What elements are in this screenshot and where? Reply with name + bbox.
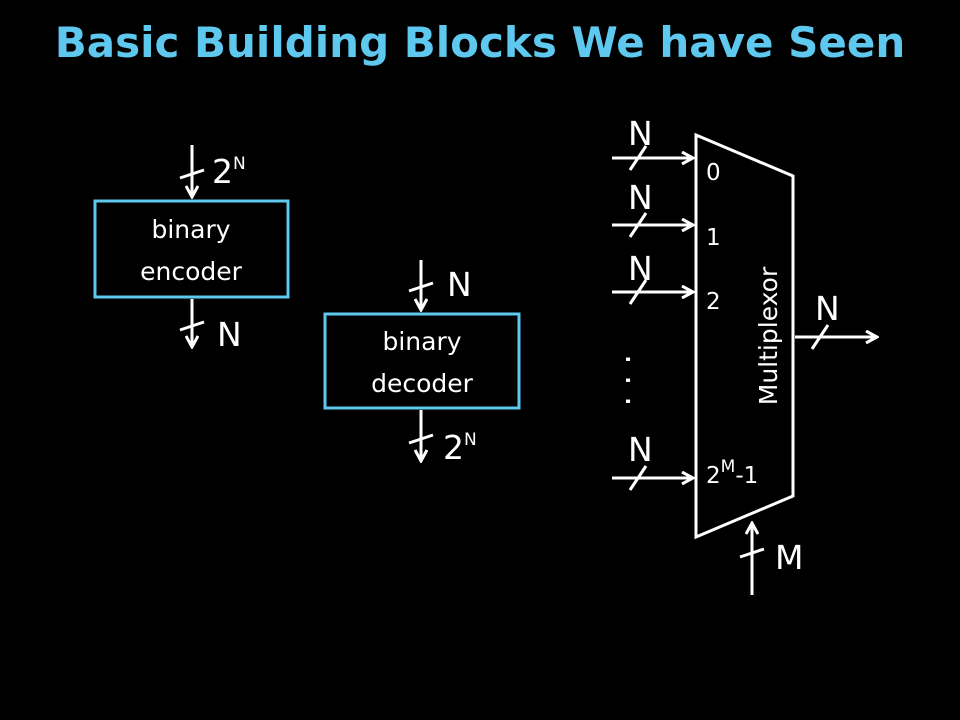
encoder-input-bus-slash — [179, 168, 205, 180]
decoder-box — [323, 312, 521, 410]
decoder-label-line2: decoder — [371, 369, 474, 398]
mux-input-1-bus-slash — [628, 212, 648, 238]
encoder-label-line1: binary — [151, 215, 230, 244]
multiplexor: Multiplexor N 0 N 1 N 2 . . . N 2M-1 — [612, 114, 876, 595]
decoder-output-bus-slash — [408, 433, 434, 445]
mux-label: Multiplexor — [754, 266, 783, 405]
encoder-output-width: N — [217, 315, 242, 354]
mux-input-last-width: N — [628, 430, 653, 469]
decoder-input-bus-slash — [408, 281, 434, 293]
mux-input-last-index: 2M-1 — [706, 457, 758, 489]
mux-output-bus-slash — [810, 324, 830, 350]
mux-input-2-bus-slash — [628, 279, 648, 305]
mux-input-2-width: N — [628, 249, 653, 288]
binary-decoder: N binary decoder 2N — [323, 260, 521, 467]
mux-input-0-width: N — [628, 114, 653, 153]
binary-encoder: 2N binary encoder N — [93, 145, 290, 354]
slide-title: Basic Building Blocks We have Seen — [54, 18, 906, 67]
mux-input-1-width: N — [628, 178, 653, 217]
encoder-box — [93, 199, 290, 299]
mux-trapezoid — [694, 132, 795, 540]
mux-input-1-index: 1 — [706, 225, 721, 251]
mux-input-0-index: 0 — [706, 160, 721, 186]
mux-output-width: N — [815, 289, 840, 328]
mux-input-0-bus-slash — [628, 145, 648, 171]
decoder-output-width: 2N — [443, 428, 477, 467]
mux-input-ellipsis: . . . — [618, 354, 657, 406]
encoder-input-width: 2N — [212, 152, 246, 191]
encoder-label-line2: encoder — [140, 257, 243, 286]
mux-select-bus-slash — [739, 547, 765, 559]
decoder-label-line1: binary — [382, 327, 461, 356]
mux-select-width: M — [775, 538, 803, 577]
decoder-input-width: N — [447, 265, 472, 304]
mux-input-last-bus-slash — [628, 465, 648, 491]
encoder-output-bus-slash — [179, 320, 205, 332]
mux-input-2-index: 2 — [706, 289, 721, 315]
